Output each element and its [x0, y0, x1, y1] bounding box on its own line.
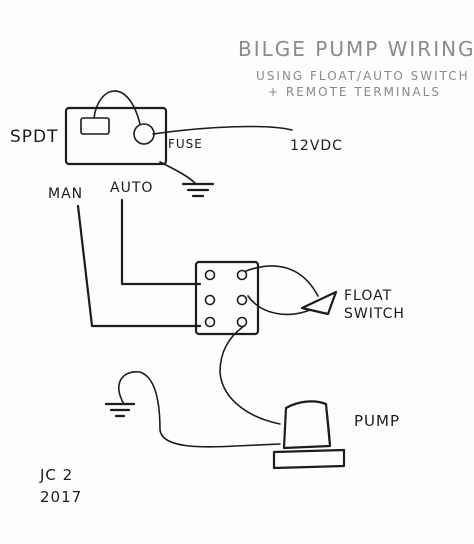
toggle-lever-icon	[80, 117, 110, 135]
pump-feed-wire	[219, 325, 281, 425]
supply-label: 12VDC	[290, 138, 343, 154]
pump-ground-symbol	[104, 371, 281, 448]
spdt-label: SPDT	[10, 127, 59, 147]
fuse-label: FUSE	[168, 137, 203, 151]
man-label: MAN	[48, 186, 83, 202]
title-line-3: + REMOTE TERMINALS	[268, 85, 441, 99]
switch-ground-symbol	[159, 161, 215, 198]
switch-terminal-icon	[133, 123, 155, 145]
signature-initials: JC 2	[39, 466, 73, 484]
spdt-switch	[64, 90, 168, 166]
pump-icon	[272, 400, 346, 470]
man-wire	[76, 204, 202, 328]
float-label-line-2: SWITCH	[344, 306, 405, 322]
terminal-block	[194, 260, 260, 336]
supply-wire	[152, 125, 293, 135]
title-line-2: USING FLOAT/AUTO SWITCH	[256, 69, 470, 83]
float-label-line-1: FLOAT	[344, 288, 392, 304]
auto-label: AUTO	[110, 180, 153, 196]
title-line-1: BILGE PUMP WIRING	[238, 37, 474, 61]
float-switch-icon	[245, 265, 338, 316]
auto-wire	[120, 198, 202, 286]
pump-label: PUMP	[354, 412, 400, 430]
switch-jumper-wire	[93, 90, 141, 125]
signature-year: 2017	[40, 488, 82, 506]
